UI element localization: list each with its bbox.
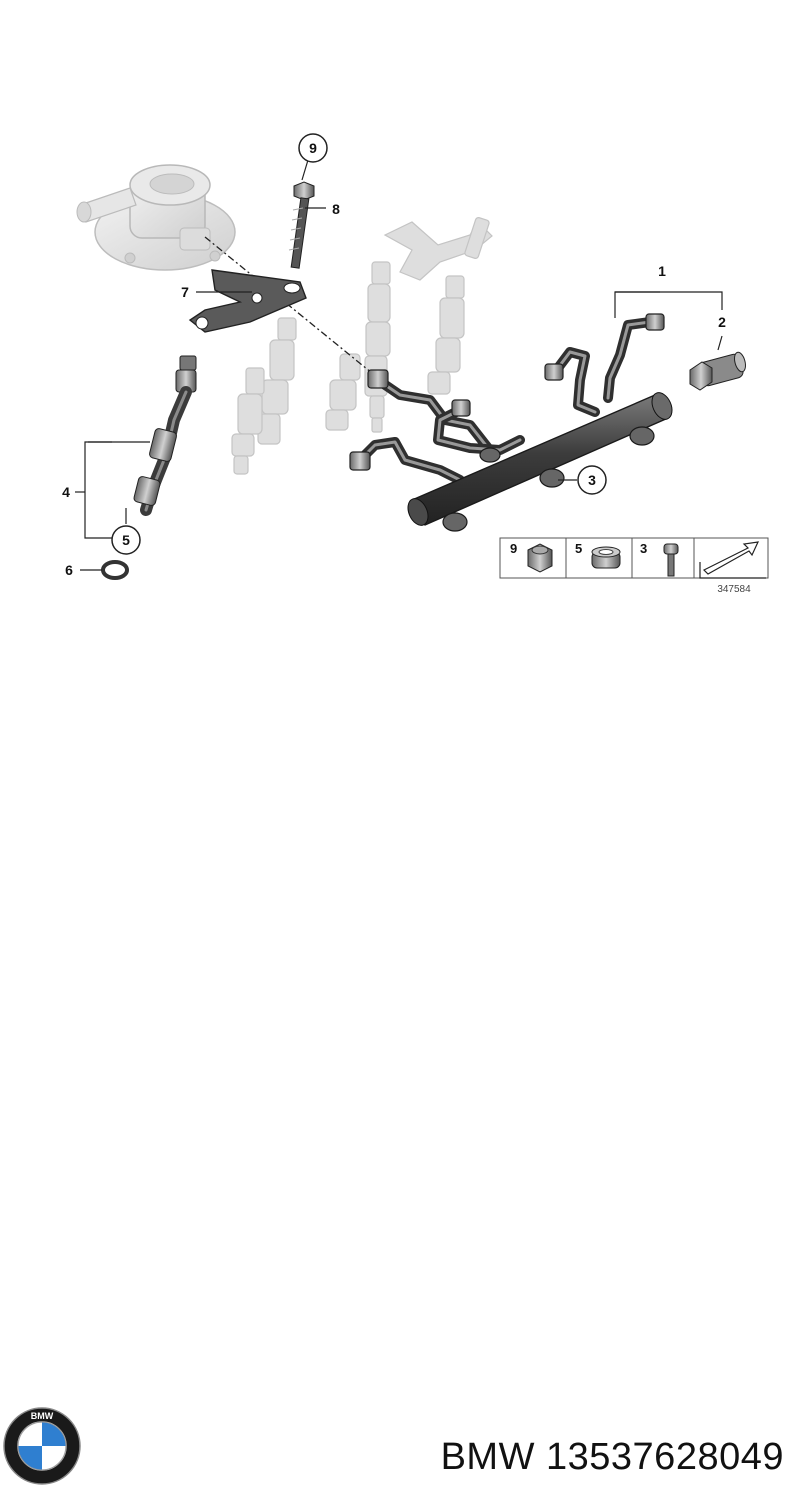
svg-text:6: 6: [65, 562, 73, 578]
svg-text:3: 3: [588, 472, 596, 488]
fuel-injectors-faded: [231, 216, 493, 475]
svg-text:4: 4: [62, 484, 70, 500]
parts-diagram: 1 2 3 4 5 6 7 8 9 9 5: [62, 133, 769, 595]
callout-4: 4: [62, 484, 70, 500]
callout-3: 3: [577, 465, 607, 495]
svg-text:8: 8: [332, 201, 340, 217]
o-ring-seal: [101, 560, 129, 580]
svg-text:9: 9: [309, 140, 317, 156]
bmw-logo: BMW: [2, 1406, 82, 1486]
brand-name: BMW: [440, 1436, 535, 1478]
svg-text:2: 2: [718, 314, 726, 330]
callout-7: 7: [181, 284, 189, 300]
svg-text:5: 5: [122, 532, 130, 548]
pressure-sensor: [689, 351, 746, 391]
fuel-supply-line: [133, 355, 197, 516]
legend-item-3: 3: [640, 541, 647, 556]
part-number: 13537628049: [546, 1436, 784, 1478]
seal-ring-icon: [591, 546, 621, 569]
svg-text:7: 7: [181, 284, 189, 300]
part-caption: BMW 13537628049: [441, 1436, 784, 1479]
legend-item-9: 9: [510, 541, 517, 556]
callout-1: 1: [658, 263, 666, 279]
arrow-icon: [699, 541, 766, 579]
callout-6: 6: [65, 562, 73, 578]
screw-icon: [663, 543, 679, 577]
holder-bracket: [188, 269, 307, 333]
assembly-dashed-line: [204, 236, 379, 379]
callout-5: 5: [111, 525, 141, 555]
callout-8: 8: [332, 201, 340, 217]
footer: BMW BMW 13537628049: [0, 700, 800, 1485]
hex-nut-icon: [527, 543, 553, 573]
stud-bolt: [288, 181, 315, 269]
diagram-reference-code: 347584: [717, 584, 751, 595]
legend-item-5: 5: [575, 541, 582, 556]
leader-lines: [75, 159, 723, 571]
callout-9: 9: [298, 133, 328, 163]
high-pressure-pump-faded: [76, 164, 236, 271]
callout-2: 2: [718, 314, 726, 330]
hardware-legend: 9 5 3: [499, 537, 769, 579]
fuel-rail-assembly: [349, 313, 673, 532]
svg-text:1: 1: [658, 263, 666, 279]
svg-text:BMW: BMW: [31, 1411, 54, 1421]
